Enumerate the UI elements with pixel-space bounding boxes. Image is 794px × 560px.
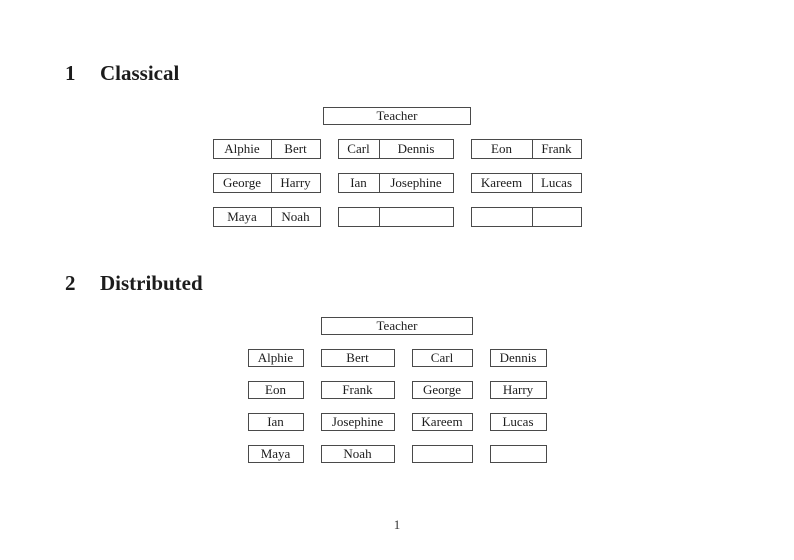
seat: Maya <box>227 209 257 224</box>
section-number: 2 <box>65 271 76 295</box>
section-number: 1 <box>65 61 76 85</box>
seat: Frank <box>531 140 581 158</box>
seat: Frank <box>320 381 395 399</box>
seat: Bert <box>270 140 320 158</box>
seat: Ian <box>350 175 367 190</box>
section-title: Distributed <box>100 271 203 295</box>
seat: Josephine <box>320 413 395 431</box>
page-number: 1 <box>393 517 401 532</box>
seat: Eon <box>491 141 512 156</box>
seat: George <box>411 381 473 399</box>
desk: Eon Frank <box>470 139 582 159</box>
seat: George <box>222 175 262 190</box>
desk-row: Maya Noah <box>0 445 794 463</box>
seat: Noah <box>320 445 395 463</box>
desk-row: George Harry Ian Josephine Kareem Lucas <box>0 173 794 193</box>
teacher-row-distributed: Teacher <box>0 317 794 335</box>
desk-row: Maya Noah <box>0 207 794 227</box>
seat: Kareem <box>411 413 473 431</box>
teacher-box: Teacher <box>321 317 473 335</box>
desk-row: Alphie Bert Carl Dennis Eon Frank <box>0 139 794 159</box>
seat: Dennis <box>378 140 453 158</box>
desk-row: Eon Frank George Harry <box>0 381 794 399</box>
section-heading-distributed: 2 Distributed <box>65 271 203 295</box>
seat: Bert <box>320 349 395 367</box>
seat: Eon <box>247 381 304 399</box>
desk <box>337 207 454 227</box>
seat-empty <box>489 445 547 463</box>
desk-row: Alphie Bert Carl Dennis <box>0 349 794 367</box>
seat: Noah <box>270 208 320 226</box>
desk: Alphie Bert <box>212 139 321 159</box>
seat: Alphie <box>247 349 304 367</box>
desk: Maya Noah <box>212 207 321 227</box>
seat: Harry <box>270 174 320 192</box>
desk: Carl Dennis <box>337 139 454 159</box>
seat: Harry <box>489 381 547 399</box>
seat: Alphie <box>224 141 260 156</box>
section-heading-classical: 1 Classical <box>65 61 179 85</box>
seat-empty <box>531 208 581 226</box>
seat: Carl <box>411 349 473 367</box>
seat: Lucas <box>531 174 581 192</box>
seat: Maya <box>247 445 304 463</box>
desk: Kareem Lucas <box>470 173 582 193</box>
teacher-row-classical: Teacher <box>0 107 794 125</box>
seat: Carl <box>347 141 370 156</box>
distributed-seating-grid: Alphie Bert Carl Dennis Eon Frank George… <box>0 349 794 477</box>
desk <box>470 207 582 227</box>
seat-empty <box>411 445 473 463</box>
classical-seating-grid: Alphie Bert Carl Dennis Eon Frank George… <box>0 139 794 241</box>
desk: Ian Josephine <box>337 173 454 193</box>
seat: Ian <box>247 413 304 431</box>
seat: Josephine <box>378 174 453 192</box>
seat-empty <box>472 208 532 226</box>
seat: Lucas <box>489 413 547 431</box>
seat-empty <box>378 208 453 226</box>
desk-row: Ian Josephine Kareem Lucas <box>0 413 794 431</box>
seat: Kareem <box>480 175 523 190</box>
section-title: Classical <box>100 61 180 85</box>
desk: George Harry <box>212 173 321 193</box>
teacher-box: Teacher <box>323 107 471 125</box>
seat-empty <box>339 208 379 226</box>
seat: Dennis <box>489 349 547 367</box>
